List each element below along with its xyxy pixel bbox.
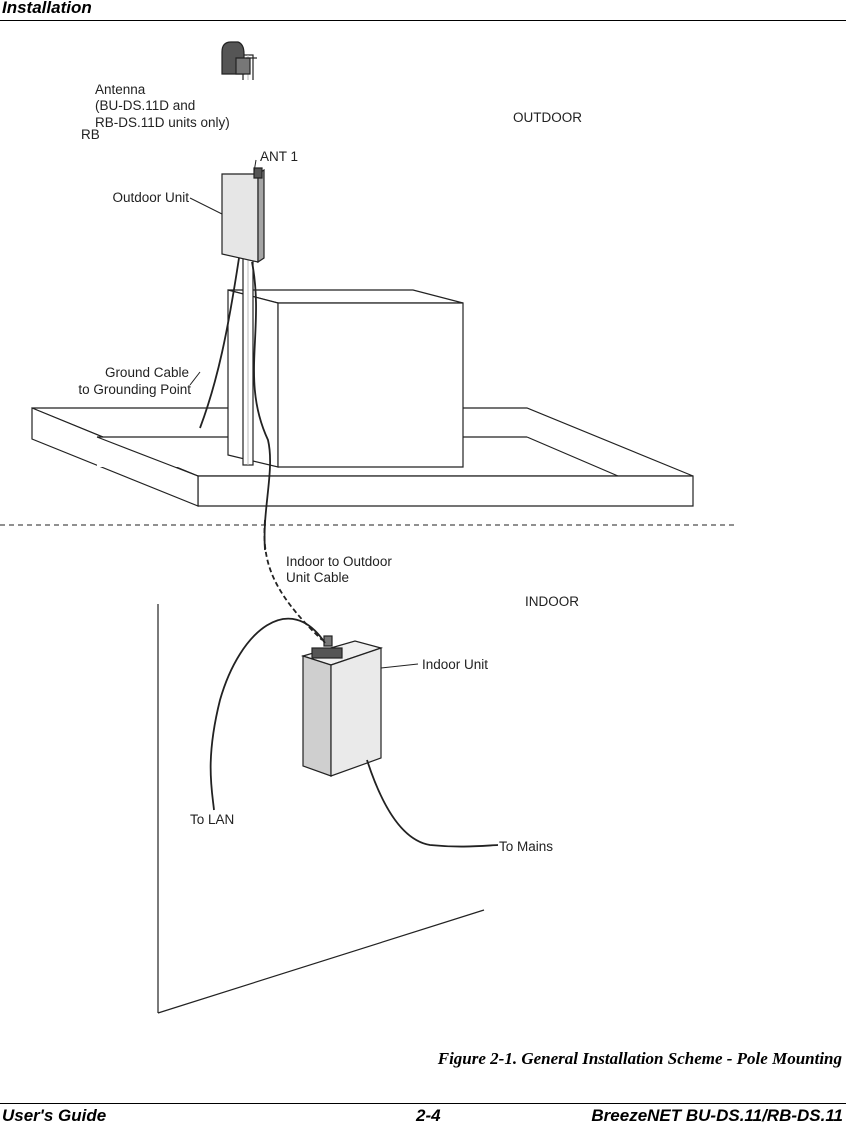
- ground-cable-label-line2: to Grounding Point: [78, 382, 191, 397]
- footer-page-number: 2-4: [416, 1106, 441, 1125]
- antenna-label-line1: Antenna: [95, 82, 146, 97]
- ant1-label: ANT 1: [260, 149, 298, 164]
- antenna: [221, 41, 257, 75]
- rooftop-box: [227, 289, 464, 468]
- antenna-label-line3: RB-DS.11D units only): [95, 115, 230, 130]
- indoor-wall: [157, 604, 485, 1014]
- footer-right: BreezeNET BU-DS.11/RB-DS.11: [591, 1106, 843, 1125]
- partial-rb-label: RB: [81, 127, 100, 142]
- ground-cable-label-line1: Ground Cable: [105, 365, 189, 380]
- to-mains-label: To Mains: [499, 839, 553, 854]
- indoor-label: INDOOR: [525, 594, 579, 609]
- indoor-outdoor-cable-label-line1: Indoor to Outdoor: [286, 554, 392, 569]
- installation-diagram: Antenna (BU-DS.11D and RB-DS.11D units o…: [0, 41, 735, 1014]
- outdoor-unit-label: Outdoor Unit: [112, 190, 189, 205]
- indoor-cables: [209, 617, 499, 848]
- antenna-label-line2: (BU-DS.11D and: [95, 98, 195, 113]
- footer-left: User's Guide: [2, 1106, 107, 1125]
- indoor-outdoor-cable-label-line2: Unit Cable: [286, 570, 349, 585]
- outdoor-cables: [199, 257, 271, 551]
- page-header-title: Installation: [2, 0, 92, 17]
- indoor-unit: [300, 635, 384, 777]
- footer-rule: [0, 1103, 846, 1104]
- leader-lines: [189, 159, 419, 669]
- to-lan-label: To LAN: [190, 812, 234, 827]
- figure-caption: Figure 2-1. General Installation Scheme …: [437, 1049, 842, 1068]
- outdoor-unit: [221, 167, 265, 264]
- header-rule: [0, 20, 846, 21]
- outdoor-label: OUTDOOR: [513, 110, 582, 125]
- indoor-unit-label: Indoor Unit: [422, 657, 488, 672]
